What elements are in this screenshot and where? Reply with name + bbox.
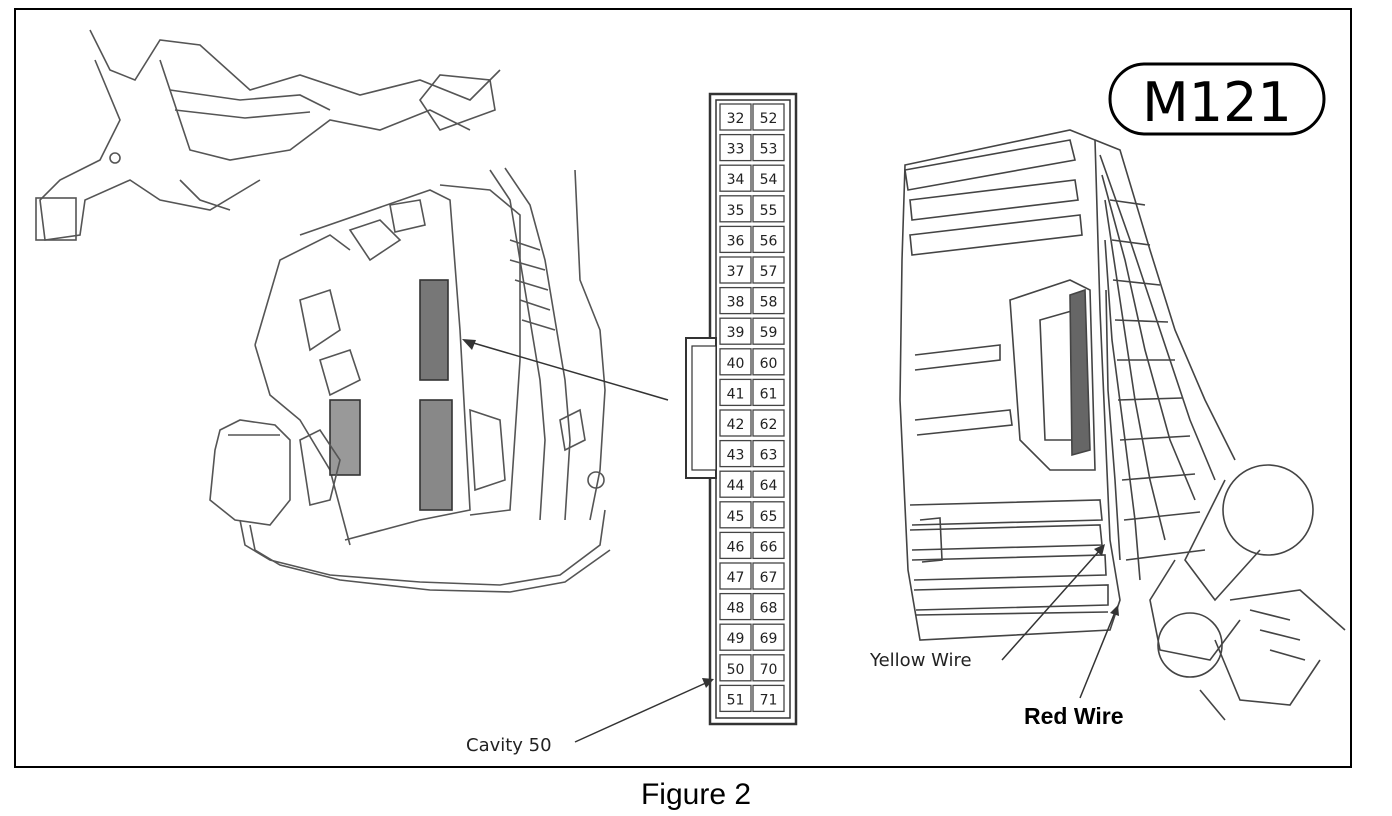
harness-sketch — [35, 29, 611, 593]
pin-cell — [719, 225, 752, 254]
pin-cell — [752, 531, 785, 560]
pin-cell — [719, 103, 752, 131]
pin-number: 36 — [727, 233, 745, 249]
pin-number: 37 — [727, 264, 745, 280]
pin-number: 54 — [760, 172, 778, 188]
yellow-wire-arrow — [1001, 544, 1105, 661]
red-wire-arrow — [1079, 605, 1119, 699]
pin-cell — [752, 409, 785, 437]
pin-cell — [719, 348, 752, 376]
pin-cell — [719, 378, 752, 407]
pin-number: 55 — [760, 203, 778, 219]
pin-number: 64 — [760, 478, 778, 494]
pin-cell — [752, 164, 785, 192]
pin-number: 63 — [760, 448, 778, 464]
pin-number: 57 — [760, 264, 778, 280]
pin-number: 66 — [760, 539, 778, 555]
pin-number: 68 — [760, 601, 778, 617]
pin-number: 56 — [760, 233, 778, 249]
pinout-grid: 32 33 34 35 36 37 38 39 40 41 42 43 44 45 46 47 48 49 50 51… — [685, 92, 798, 726]
cavity-label: Cavity 50 — [466, 735, 552, 756]
pin-number: 48 — [727, 601, 745, 617]
pin-number: 65 — [760, 509, 778, 525]
pin-number: 62 — [760, 417, 778, 433]
pin-cell — [752, 348, 785, 376]
pin-number: 49 — [727, 631, 745, 647]
pin-cell — [752, 103, 785, 131]
pin-number: 70 — [760, 662, 778, 678]
pin-number: 39 — [727, 325, 745, 341]
pin-number: 52 — [760, 111, 778, 127]
pin-cell — [719, 164, 752, 192]
pin-number: 59 — [760, 325, 778, 341]
pin-number: 58 — [760, 295, 778, 311]
pin-number: 44 — [727, 478, 745, 494]
pin-number: 53 — [760, 142, 778, 158]
pin-number: 35 — [727, 203, 745, 219]
pin-cell — [719, 654, 752, 682]
pin-number: 38 — [727, 295, 745, 311]
connector-sketch — [899, 129, 1346, 721]
pin-number: 60 — [760, 356, 778, 372]
pin-number: 46 — [727, 539, 745, 555]
connector-id: M121 — [1142, 71, 1292, 134]
pin-cell — [752, 562, 785, 590]
pin-number: 71 — [760, 692, 778, 708]
pin-cell — [719, 317, 752, 345]
pin-cell — [752, 195, 785, 223]
pin-number: 42 — [727, 417, 745, 433]
pin-cell — [752, 654, 785, 682]
red-wire-label: Red Wire — [1024, 703, 1123, 729]
pin-cell — [719, 501, 752, 529]
pin-number: 47 — [727, 570, 745, 586]
pin-cell — [719, 133, 752, 162]
pin-cell — [719, 195, 752, 223]
pointer-arrow — [462, 339, 669, 401]
pin-cell — [719, 623, 752, 651]
pin-cell — [752, 501, 785, 529]
pin-number: 67 — [760, 570, 778, 586]
pin-number: 69 — [760, 631, 778, 647]
pin-cell — [752, 684, 785, 713]
pin-cell — [719, 562, 752, 590]
pin-number: 51 — [727, 692, 745, 708]
pin-number: 43 — [727, 448, 745, 464]
pin-cell — [719, 531, 752, 560]
pin-number: 45 — [727, 509, 745, 525]
pin-cell — [752, 623, 785, 651]
pin-cell — [752, 378, 785, 407]
pin-number: 41 — [727, 386, 745, 402]
pin-cell — [752, 133, 785, 162]
pin-cell — [719, 592, 752, 621]
pin-cell — [719, 470, 752, 498]
pin-number: 33 — [727, 142, 745, 158]
connector-badge: M121 — [1108, 62, 1326, 136]
pin-cell — [752, 256, 785, 284]
pin-cell — [719, 409, 752, 437]
pin-cell — [719, 439, 752, 468]
pin-number: 61 — [760, 386, 778, 402]
pin-number: 50 — [727, 662, 745, 678]
yellow-wire-label: Yellow Wire — [869, 650, 972, 671]
diagram-frame — [14, 8, 1352, 768]
pin-cell — [752, 225, 785, 254]
cavity-arrow — [574, 678, 714, 743]
pin-cell — [752, 592, 785, 621]
pin-number: 32 — [727, 111, 745, 127]
pin-cell — [752, 470, 785, 498]
pin-cell — [752, 439, 785, 468]
pin-cell — [752, 317, 785, 345]
pin-cell — [719, 256, 752, 284]
pin-number: 40 — [727, 356, 745, 372]
figure-caption: Figure 2 — [640, 778, 752, 811]
pin-cell — [752, 286, 785, 315]
pin-number: 34 — [727, 172, 745, 188]
pin-cell — [719, 286, 752, 315]
pin-cell — [719, 684, 752, 713]
pin-cells: 32 33 34 35 36 37 38 39 40 41 42 43 44 45 46 47 48 49 50 51… — [719, 103, 785, 713]
